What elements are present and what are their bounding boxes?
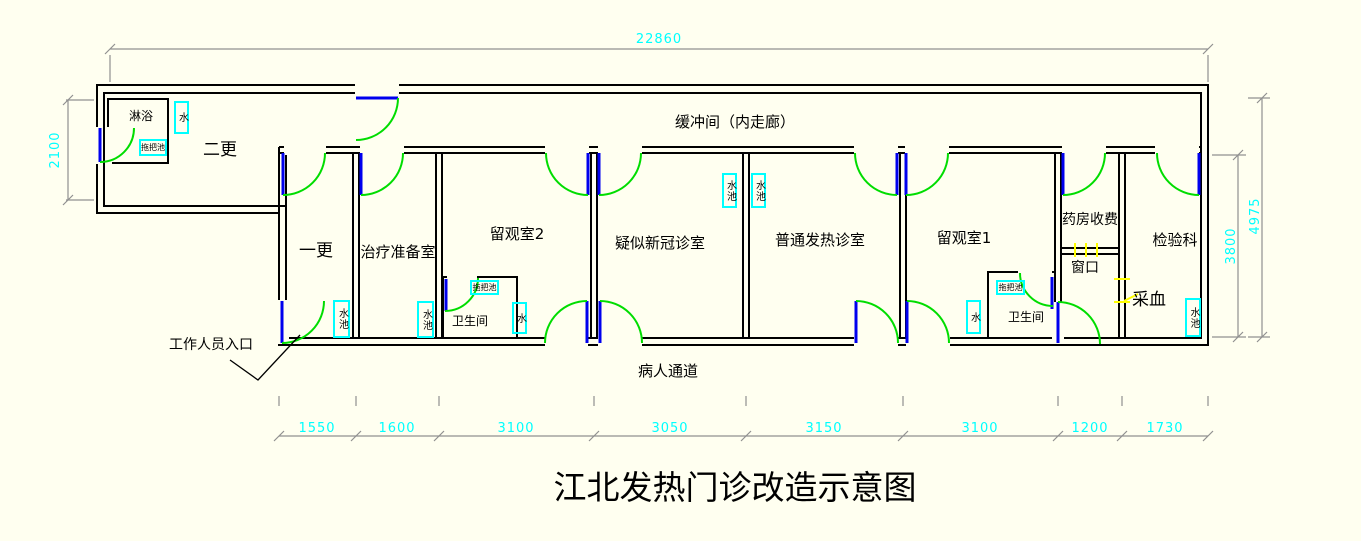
dim-bottom-7: 1200 [1071, 421, 1109, 436]
service-window-label: 窗口 [1071, 260, 1099, 276]
water-box-obs1: 水 [966, 300, 981, 334]
blood-draw-label: 采血 [1132, 290, 1166, 310]
patient-corridor-label: 病人通道 [637, 362, 698, 380]
dim-top: 22860 [635, 32, 683, 47]
sink-box-treatment: 水池 [417, 301, 434, 338]
changing-room-2-label: 二更 [203, 140, 237, 160]
dim-bottom-3: 3100 [497, 421, 535, 436]
changing-room-1-label: 一更 [299, 241, 333, 261]
dim-right-outer: 4975 [1248, 197, 1263, 235]
dim-bottom-8: 1730 [1146, 421, 1184, 436]
suspected-covid-room-label: 疑似新冠诊室 [614, 234, 705, 252]
mop-sink-box-obs1: 拖把池 [996, 280, 1025, 295]
staff-entrance-leader [229, 334, 301, 381]
dim-right-inner: 3800 [1224, 227, 1239, 265]
sink-box-lab: 水池 [1185, 298, 1201, 337]
sink-box-fever: 水池 [751, 173, 766, 208]
lab-label: 检验科 [1152, 231, 1198, 249]
general-fever-room-label: 普通发热诊室 [774, 231, 865, 249]
dim-left: 2100 [48, 131, 63, 169]
sink-box-changing1: 水池 [333, 300, 350, 338]
dim-bottom-2: 1600 [378, 421, 416, 436]
dimension-lines [62, 43, 1270, 442]
observation-2-label: 留观室2 [489, 225, 545, 243]
dim-bottom-4: 3050 [651, 421, 689, 436]
dim-bottom-5: 3150 [805, 421, 843, 436]
observation-1-label: 留观室1 [936, 229, 992, 247]
shower-label: 淋浴 [128, 109, 153, 123]
toilet-label-obs2: 卫生间 [451, 314, 488, 328]
buffer-corridor-label: 缓冲间（内走廊） [674, 113, 795, 131]
door-swings [99, 97, 1200, 345]
drawing-title: 江北发热门诊改造示意图 [553, 471, 917, 507]
water-box-obs2: 水 [512, 302, 527, 334]
staff-entrance-label: 工作人员入口 [169, 337, 253, 353]
mop-sink-box-shower: 拖把池 [139, 139, 167, 156]
sink-box-suspected: 水池 [722, 173, 737, 208]
treatment-prep-label: 治疗准备室 [360, 243, 436, 261]
dim-bottom-6: 3100 [961, 421, 999, 436]
window-marks [1074, 243, 1139, 303]
toilet2-walls [442, 276, 518, 338]
door-leaves [98, 96, 1201, 343]
pharmacy-fees-label: 药房收费 [1062, 212, 1118, 228]
mop-sink-box-obs2: 拖把池 [470, 280, 499, 295]
toilet-label-obs1: 卫生间 [1007, 310, 1044, 324]
water-box-changing2: 水 [174, 101, 189, 134]
dim-bottom-1: 1550 [298, 421, 336, 436]
